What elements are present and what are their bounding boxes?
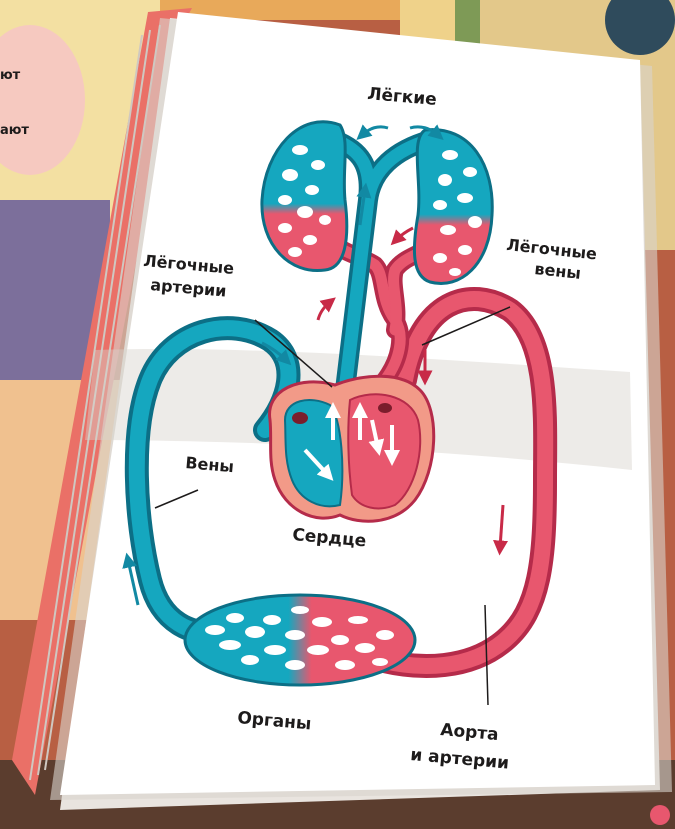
organs-capillaries — [185, 595, 415, 685]
side-text-line-1: ют — [0, 68, 21, 83]
heart — [270, 376, 434, 521]
side-text-line-2: ают — [0, 123, 29, 138]
